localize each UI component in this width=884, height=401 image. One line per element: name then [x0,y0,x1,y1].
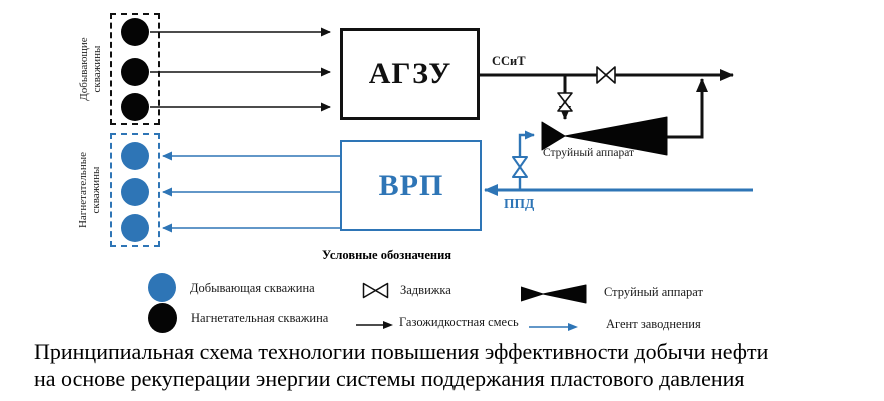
producing-well-circle [121,93,149,121]
legend-producing-well-icon [148,273,176,302]
figure-caption-line1: Принципиальная схема технологии повышени… [34,339,769,364]
injection-well-circle [121,142,149,170]
injection-well-circle [121,178,149,206]
producing-wells-label: Добывающие скважины [78,37,103,101]
vrp-block: ВРП [340,140,482,231]
legend-flooding-agent-arrow-icon [529,319,579,337]
producing-well-circle [121,58,149,86]
agzu-block-label: АГЗУ [368,57,452,90]
legend-item-label: Струйный аппарат [604,285,703,299]
injection-wells-label: Нагнетательные скважины [77,152,102,229]
legend-title: Условные обозначения [322,248,452,262]
legend-item-label: Задвижка [400,283,451,297]
figure-caption: Принципиальная схема технологии повышени… [34,338,868,392]
producing-well-lines [150,27,331,112]
legend-injection-well-icon [148,303,177,333]
legend-gate-valve-icon [362,282,389,304]
legend-item-label: Добывающая скважина [190,281,315,295]
legend-gas-liquid-arrow-icon [356,317,394,335]
gate-valve-icon [596,66,616,84]
figure-caption-line2: на основе рекуперации энергии системы по… [34,366,745,391]
injection-well-lines [162,151,340,233]
legend-item-label: Газожидкостная смесь [399,315,519,329]
jet-apparatus-shape [541,116,668,156]
jet-return-line [667,78,708,139]
vrp-block-label: ВРП [378,168,444,202]
producing-well-circle [121,18,149,46]
ssit-line-tag: ССиТ [492,54,526,68]
legend-jet-apparatus-icon [520,284,587,309]
producing-wells-group-box [110,13,160,125]
injection-well-circle [121,214,149,242]
legend-item-label: Агент заводнения [606,317,701,331]
ppd-line-tag: ППД [504,196,535,211]
flooding-branch-valve-icon [512,156,528,178]
jet-apparatus-diagram-label: Струйный аппарат [543,147,635,159]
jet-feed-valve-icon [557,92,573,112]
agzu-block: АГЗУ [340,28,480,120]
legend-item-label: Нагнетательная скважина [191,311,329,325]
injection-wells-group-box [110,133,160,247]
